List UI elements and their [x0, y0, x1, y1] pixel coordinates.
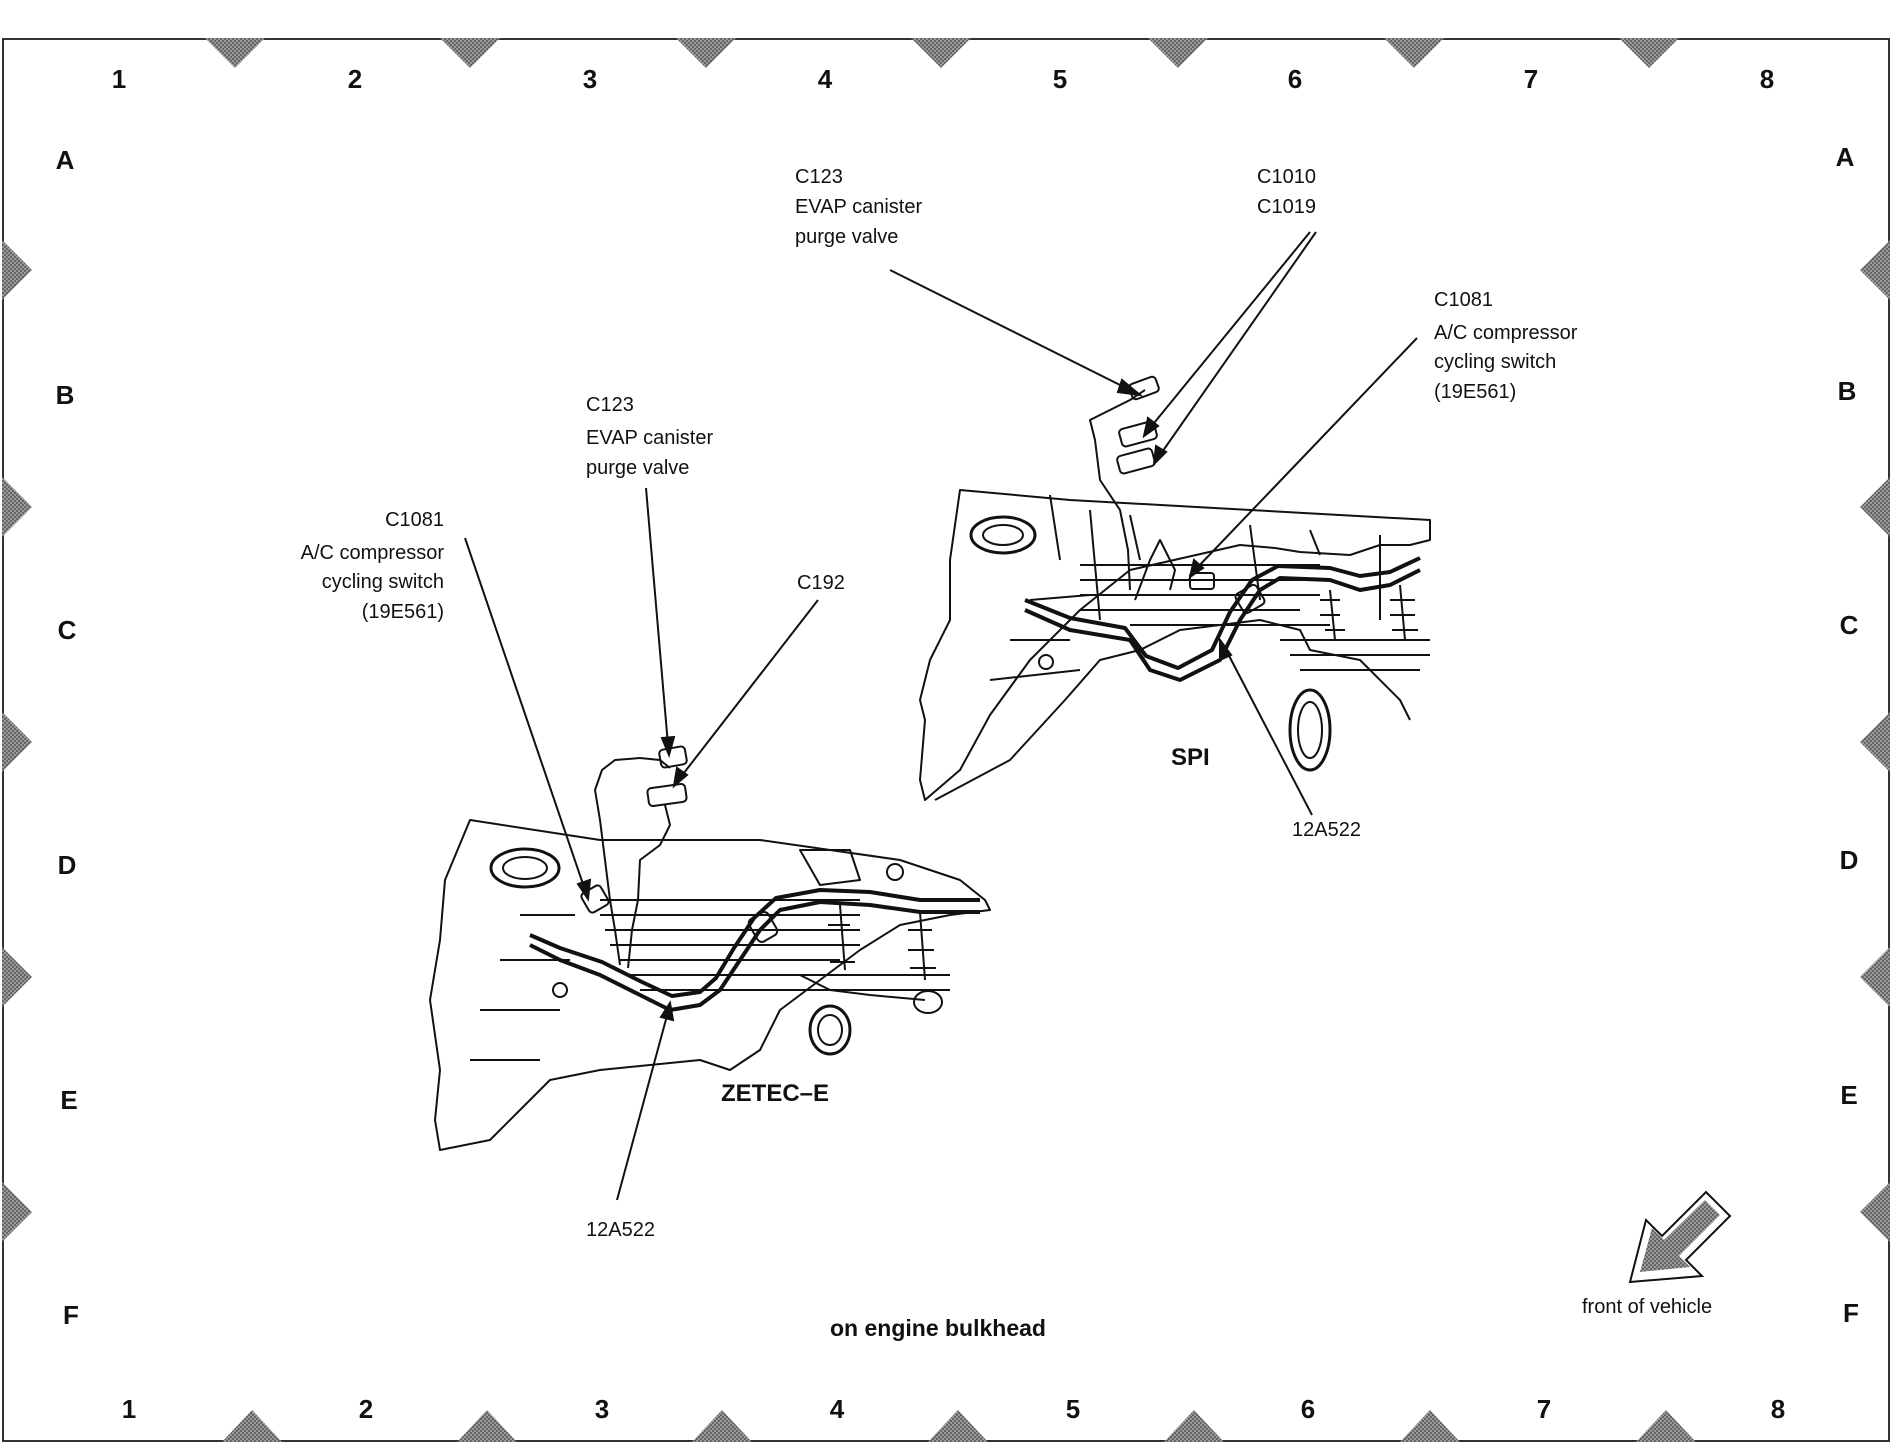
marker-top-6 — [1384, 38, 1444, 68]
grid-col-4: 4 — [817, 64, 833, 94]
view-label-zetec: ZETEC–E — [721, 1080, 830, 1107]
grid-col-7: 7 — [1523, 64, 1539, 94]
callout-c1081-right-line3: cycling switch — [1434, 351, 1557, 373]
grid-row-f: F — [63, 1300, 79, 1330]
diagram-caption: on engine bulkhead — [830, 1315, 1046, 1341]
zetec-bulkhead-drawing — [429, 745, 991, 1151]
marker-bottom-7 — [1636, 1410, 1696, 1442]
marker-left-1 — [2, 240, 32, 300]
grid-row-a-right: A — [1835, 142, 1855, 172]
callout-c1019: C1019 — [1257, 196, 1316, 218]
marker-right-5 — [1860, 1182, 1890, 1242]
marker-right-3 — [1860, 712, 1890, 772]
grid-col-5-bottom: 5 — [1065, 1394, 1081, 1424]
marker-top-4 — [911, 38, 971, 68]
callout-c123-right-line3: purge valve — [795, 226, 899, 248]
marker-right-1 — [1860, 240, 1890, 300]
callout-c1081-right-line2: A/C compressor — [1434, 322, 1578, 344]
grid-col-3: 3 — [582, 64, 598, 94]
leader-lines — [464, 231, 1418, 1201]
spi-bulkhead-drawing — [919, 375, 1431, 801]
front-of-vehicle-label: front of vehicle — [1582, 1296, 1713, 1318]
callout-12a522-left: 12A522 — [586, 1219, 655, 1241]
marker-bottom-5 — [1164, 1410, 1224, 1442]
arrow-c1019 — [1152, 444, 1168, 467]
marker-bottom-3 — [692, 1410, 752, 1442]
grid-row-f-right: F — [1843, 1298, 1859, 1328]
leader-c123-right — [889, 269, 1131, 391]
marker-top-5 — [1148, 38, 1208, 68]
arrow-12a522-right — [1219, 636, 1233, 662]
callout-c1081-right-id: C1081 — [1434, 289, 1493, 311]
grid-col-6-bottom: 6 — [1300, 1394, 1316, 1424]
arrow-12a522-left — [659, 1000, 675, 1022]
callout-c1010: C1010 — [1257, 166, 1316, 188]
front-of-vehicle-arrow-icon — [1628, 1190, 1732, 1284]
grid-col-6: 6 — [1287, 64, 1303, 94]
callout-12a522-right: 12A522 — [1292, 819, 1361, 841]
callout-c123-left-line3: purge valve — [586, 457, 690, 479]
leader-c1081-left — [464, 537, 586, 891]
leader-c1019 — [1159, 231, 1317, 456]
arrow-c1081-right — [1188, 558, 1205, 580]
grid-col-1-bottom: 1 — [121, 1394, 137, 1424]
callout-c123-right-id: C123 — [795, 166, 843, 188]
leader-12a522-right — [1224, 647, 1313, 816]
grid-col-3-bottom: 3 — [594, 1394, 610, 1424]
callout-c192: C192 — [797, 572, 845, 594]
arrow-c192 — [672, 766, 689, 789]
grid-row-a: A — [55, 145, 75, 175]
marker-left-5 — [2, 1182, 32, 1242]
arrow-c123-left — [660, 735, 676, 759]
grid-col-7-bottom: 7 — [1536, 1394, 1552, 1424]
marker-left-3 — [2, 712, 32, 772]
grid-row-e-right: E — [1840, 1080, 1858, 1110]
grid-row-d-right: D — [1839, 845, 1859, 875]
grid-markers — [2, 38, 1890, 1442]
grid-col-8-bottom: 8 — [1770, 1394, 1786, 1424]
marker-top-7 — [1619, 38, 1679, 68]
grid-col-4-bottom: 4 — [829, 1394, 845, 1424]
callout-c1081-left-line2: A/C compressor — [300, 542, 444, 564]
marker-left-2 — [2, 477, 32, 537]
leader-12a522-left — [616, 1011, 669, 1201]
leader-c1010 — [1149, 231, 1311, 429]
grid-row-b: B — [55, 380, 75, 410]
leader-c123-left — [645, 487, 669, 746]
arrow-c1010 — [1142, 416, 1160, 439]
arrow-c123-right — [1116, 378, 1144, 397]
arrow-c1081-left — [576, 878, 592, 902]
marker-right-2 — [1860, 477, 1890, 537]
callout-c123-right-line2: EVAP canister — [795, 196, 923, 218]
grid-col-5: 5 — [1052, 64, 1068, 94]
grid-row-c-right: C — [1839, 610, 1859, 640]
callout-c1081-left-id: C1081 — [385, 509, 444, 531]
callout-c1081-left-line3: cycling switch — [321, 571, 444, 593]
marker-bottom-2 — [457, 1410, 517, 1442]
grid-col-8: 8 — [1759, 64, 1775, 94]
callout-c1081-right-line4: (19E561) — [1434, 381, 1517, 403]
marker-top-3 — [676, 38, 736, 68]
marker-right-4 — [1860, 947, 1890, 1007]
marker-bottom-4 — [928, 1410, 988, 1442]
view-label-spi: SPI — [1171, 744, 1210, 771]
callout-c1081-left-line4: (19E561) — [361, 601, 444, 623]
grid-row-d: D — [57, 850, 77, 880]
grid-row-e: E — [60, 1085, 78, 1115]
grid-row-c: C — [57, 615, 77, 645]
marker-left-4 — [2, 947, 32, 1007]
grid-col-1: 1 — [111, 64, 127, 94]
marker-bottom-6 — [1400, 1410, 1460, 1442]
leader-c192 — [679, 599, 819, 779]
callout-c123-left-line2: EVAP canister — [586, 427, 714, 449]
marker-top-1 — [205, 38, 265, 68]
grid-col-2: 2 — [347, 64, 363, 94]
leader-c1081-right — [1194, 337, 1418, 571]
marker-bottom-1 — [222, 1410, 282, 1442]
grid-col-2-bottom: 2 — [358, 1394, 374, 1424]
marker-top-2 — [440, 38, 500, 68]
callout-c123-left-id: C123 — [586, 394, 634, 416]
grid-row-b-right: B — [1837, 376, 1857, 406]
